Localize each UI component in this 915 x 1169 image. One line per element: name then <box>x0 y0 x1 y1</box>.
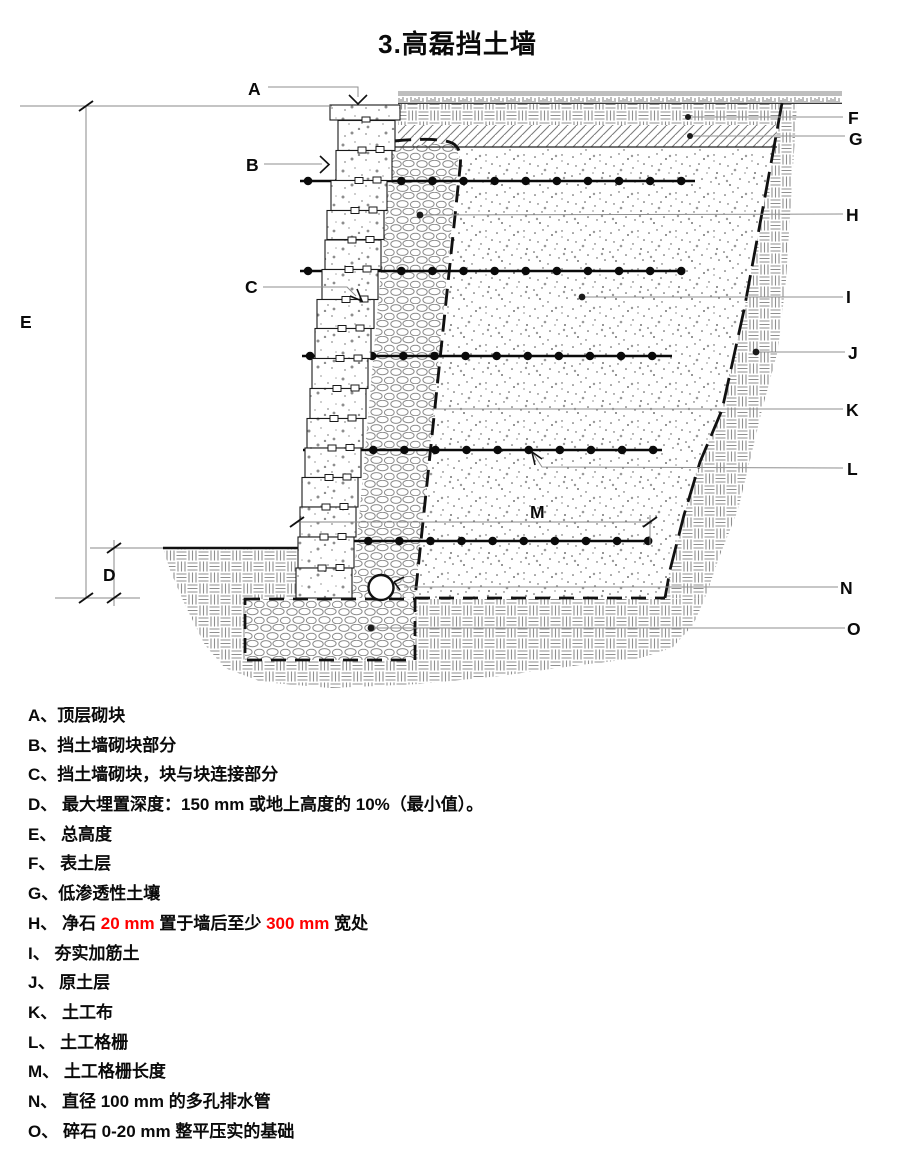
label-K: K <box>846 400 859 420</box>
legend-text: C、挡土墙砌块，块与块连接部分 <box>28 765 279 785</box>
foundation-pad-O <box>243 597 417 662</box>
legend-text: H、 净石 <box>28 913 101 933</box>
topsoil-band-F <box>398 104 797 125</box>
legend-text: D、 最大埋置深度：150 mm 或地上高度的 10%（最小值）。 <box>28 795 484 815</box>
label-G: G <box>849 129 863 149</box>
leader-dots <box>367 114 760 632</box>
page-title: 3.高磊挡土墙 <box>378 29 537 59</box>
legend-text: K、 土工布 <box>28 1002 113 1022</box>
label-D: D <box>103 565 116 585</box>
leader-arrowheads <box>319 94 543 466</box>
legend-item-f: F、 表土层 <box>28 849 888 879</box>
legend-text: F、 表土层 <box>28 854 112 874</box>
legend-text: 宽处 <box>329 913 369 933</box>
legend-text: I、 夯实加筋土 <box>28 943 140 963</box>
legend-item-l: L、 土工格栅 <box>28 1028 888 1058</box>
legend-item-a: A、顶层砌块 <box>28 701 888 731</box>
diagram-labels: A B C D E F G H I J K L M N O <box>20 79 863 639</box>
legend-item-j: J、 原土层 <box>28 968 888 998</box>
legend-text: O、 碎石 0-20 mm 整平压实的基础 <box>28 1121 295 1141</box>
label-I: I <box>846 287 851 307</box>
label-N: N <box>840 578 853 598</box>
label-F: F <box>848 108 859 128</box>
reinforced-fill-I <box>415 148 775 598</box>
legend-text: 置于墙后至少 <box>154 913 267 933</box>
legend-text: E、 总高度 <box>28 824 113 844</box>
legend-item-h: H、 净石 20 mm 置于墙后至少 300 mm 宽处 <box>28 909 888 939</box>
label-J: J <box>848 343 858 363</box>
legend-item-o: O、 碎石 0-20 mm 整平压实的基础 <box>28 1117 888 1147</box>
retaining-wall-diagram: A B C D E F G H I J K L M N O <box>20 79 863 688</box>
label-O: O <box>847 619 861 639</box>
dimension-lines <box>20 105 651 606</box>
legend-item-g: G、低渗透性土壤 <box>28 879 888 909</box>
native-soil-band-J <box>665 104 797 598</box>
excavation-slope-line <box>663 102 784 599</box>
label-M: M <box>530 502 545 522</box>
legend-item-d: D、 最大埋置深度：150 mm 或地上高度的 10%（最小值）。 <box>28 790 888 820</box>
legend-item-k: K、 土工布 <box>28 998 888 1028</box>
label-B: B <box>246 155 259 175</box>
legend-text: B、挡土墙砌块部分 <box>28 735 177 755</box>
grass-surface <box>398 91 842 104</box>
legend-item-e: E、 总高度 <box>28 820 888 850</box>
legend-item-m: M、 土工格栅长度 <box>28 1057 888 1087</box>
legend-item-c: C、挡土墙砌块，块与块连接部分 <box>28 760 888 790</box>
label-E: E <box>20 312 32 332</box>
legend-text: L、 土工格栅 <box>28 1032 129 1052</box>
label-C: C <box>245 277 258 297</box>
legend-text-red: 20 mm <box>100 913 155 933</box>
legend-item-n: N、 直径 100 mm 的多孔排水管 <box>28 1087 888 1117</box>
legend-text: G、低渗透性土壤 <box>28 884 161 904</box>
clean-stone-boundary-line <box>393 137 462 599</box>
drain-pipe-N <box>367 573 405 602</box>
legend-item-i: I、 夯实加筋土 <box>28 939 888 969</box>
legend-text: N、 直径 100 mm 的多孔排水管 <box>28 1091 271 1111</box>
label-L: L <box>847 459 858 479</box>
dimension-ticks <box>78 100 658 604</box>
label-A: A <box>248 79 261 99</box>
legend-text-red: 300 mm <box>266 913 330 933</box>
label-H: H <box>846 205 859 225</box>
legend-text: J、 原土层 <box>28 973 111 993</box>
clean-stone-zone-H <box>352 143 459 598</box>
legend: A、顶层砌块 B、挡土墙砌块部分 C、挡土墙砌块，块与块连接部分 D、 最大埋置深度：… <box>28 701 888 1146</box>
legend-text: M、 土工格栅长度 <box>28 1062 166 1082</box>
legend-text: A、顶层砌块 <box>28 706 126 725</box>
legend-item-b: B、挡土墙砌块部分 <box>28 731 888 761</box>
low-permeability-band-G <box>398 125 791 147</box>
wall-blocks <box>295 104 401 599</box>
block-connectors-C <box>317 116 385 572</box>
leader-lines <box>263 86 845 629</box>
